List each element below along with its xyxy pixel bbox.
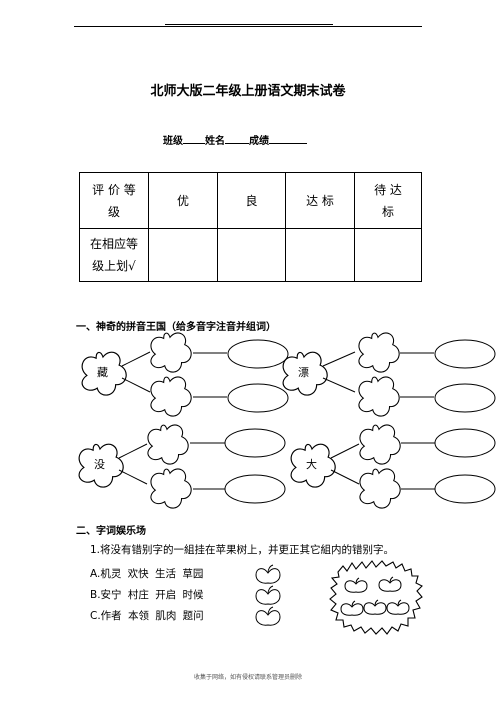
branch-line	[330, 443, 360, 459]
pinyin-flower[interactable]	[147, 424, 189, 465]
pinyin-block-2	[282, 332, 496, 417]
option-a: A.机灵 欢快 生活 草园	[90, 568, 204, 580]
word-oval[interactable]	[434, 474, 496, 504]
branch-line	[322, 377, 356, 393]
student-info-line: 班级 姓名 成绩	[163, 132, 307, 147]
apple-icons	[255, 564, 281, 626]
class-label: 班级	[163, 136, 183, 147]
score-blank[interactable]	[269, 134, 307, 144]
apple-icon[interactable]	[255, 564, 281, 584]
pinyin-block-3	[78, 424, 286, 509]
word-oval[interactable]	[224, 428, 286, 458]
pinyin-block-1	[81, 332, 289, 417]
section1-title: 一、神奇的拼音王国（给多音字注音并组词）	[76, 322, 276, 333]
class-blank[interactable]	[183, 134, 205, 144]
branch-line	[121, 351, 151, 367]
tree-apple-icon[interactable]	[344, 577, 368, 593]
apple-tree	[329, 560, 423, 635]
word-oval[interactable]	[434, 383, 496, 413]
tree-apple-icon[interactable]	[378, 576, 402, 592]
pinyin-flower[interactable]	[150, 376, 192, 417]
word-oval[interactable]	[434, 339, 496, 369]
grade-mark-cell[interactable]	[285, 228, 355, 282]
tree-apple-icon[interactable]	[340, 600, 364, 616]
char-piao: 漂	[298, 366, 309, 379]
grade-table: 评 价 等 级 优 良 达 标 待 达 标 在相应等 级上划√	[79, 172, 422, 282]
grade-col-not-pass: 待 达 标	[354, 172, 422, 229]
footer-note: 收集于网络，如有侵权请联系管理员删除	[193, 674, 302, 681]
question-1: 1.将没有错别字的一組挂在苹果树上，并更正其它組内的错别字。	[90, 544, 395, 556]
header-rule	[74, 26, 422, 27]
option-b: B.安宁 村庄 开启 时候	[90, 589, 204, 601]
tree-apple-icon[interactable]	[386, 599, 410, 615]
page-title: 北师大版二年级上册语文期末试卷	[150, 84, 346, 99]
grade-col-good: 良	[217, 172, 286, 229]
pinyin-flower[interactable]	[150, 332, 192, 373]
pinyin-block-4	[290, 424, 496, 509]
score-label: 成绩	[249, 136, 269, 147]
branch-line	[118, 469, 148, 485]
char-cang: 藏	[97, 366, 108, 379]
branch-line	[322, 351, 356, 367]
tree-apple-icon[interactable]	[363, 599, 387, 615]
pinyin-flower[interactable]	[150, 468, 192, 509]
section2-title: 二、字词娱乐场	[76, 526, 146, 537]
name-label: 姓名	[205, 136, 225, 147]
char-da: 大	[306, 458, 317, 471]
word-oval[interactable]	[434, 428, 496, 458]
branch-line	[121, 377, 151, 393]
grade-mark-cell[interactable]	[354, 228, 422, 282]
word-oval[interactable]	[227, 383, 289, 413]
word-oval[interactable]	[224, 474, 286, 504]
apple-icon[interactable]	[255, 606, 281, 626]
branch-line	[118, 443, 148, 459]
name-blank[interactable]	[225, 134, 249, 144]
grade-row-label: 在相应等 级上划√	[79, 228, 149, 282]
option-c: C.作者 本领 肌肉 题问	[90, 610, 204, 622]
grade-mark-cell[interactable]	[217, 228, 286, 282]
pinyin-flower[interactable]	[359, 424, 401, 465]
apple-icon[interactable]	[255, 585, 281, 605]
pinyin-flower[interactable]	[358, 332, 400, 373]
word-oval[interactable]	[227, 339, 289, 369]
pinyin-flower[interactable]	[359, 468, 401, 509]
pinyin-flower[interactable]	[358, 376, 400, 417]
header-rule-top	[165, 24, 333, 25]
branch-line	[330, 469, 360, 485]
char-mei: 没	[94, 458, 105, 471]
